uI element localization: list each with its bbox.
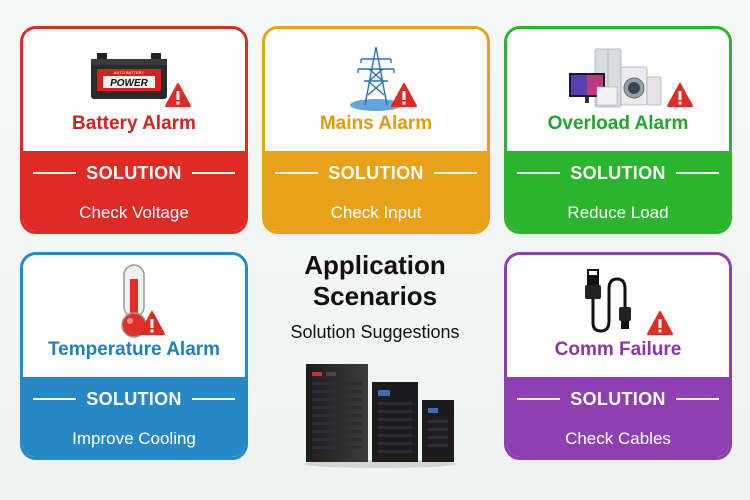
card-title: Battery Alarm (72, 113, 196, 134)
card-mains-alarm: Mains Alarm SOLUTION Check Input (262, 26, 490, 234)
divider (275, 172, 319, 174)
solution-label: SOLUTION (328, 162, 424, 183)
card-solution-panel: SOLUTION Reduce Load (507, 151, 729, 231)
card-top: AUTO BATTERY POWER Battery Alarm (23, 29, 245, 151)
divider (191, 398, 235, 400)
solution-header: SOLUTION (507, 161, 729, 185)
card-overload-alarm: Overload Alarm SOLUTION Reduce Load (504, 26, 732, 234)
solution-header: SOLUTION (265, 161, 487, 185)
warning-icon (391, 83, 417, 107)
divider (433, 172, 477, 174)
heading-line-2: Scenarios (312, 281, 438, 311)
solution-label: SOLUTION (570, 388, 666, 409)
solution-action: Check Voltage (79, 203, 189, 222)
divider (675, 172, 719, 174)
card-top: Overload Alarm (507, 29, 729, 151)
warning-icon (647, 311, 673, 335)
battery-power-label: POWER (110, 78, 149, 89)
card-title: Comm Failure (554, 339, 682, 360)
divider (33, 398, 77, 400)
card-comm-failure: Comm Failure SOLUTION Check Cables (504, 252, 732, 460)
card-battery-alarm: AUTO BATTERY POWER Battery Alarm SOLUTIO… (20, 26, 248, 234)
card-top: Mains Alarm (265, 29, 487, 151)
solution-header: SOLUTION (23, 387, 245, 411)
divider (517, 172, 561, 174)
card-temperature-alarm: Temperature Alarm SOLUTION Improve Cooli… (20, 252, 248, 460)
warning-icon (165, 83, 191, 107)
center-heading: Application Scenarios Solution Suggestio… (265, 250, 485, 343)
divider (191, 172, 235, 174)
warning-icon (667, 83, 693, 107)
solution-label: SOLUTION (570, 162, 666, 183)
divider (517, 398, 561, 400)
card-title: Temperature Alarm (47, 339, 221, 360)
solution-action: Reduce Load (567, 203, 669, 222)
car-battery-icon: AUTO BATTERY POWER (89, 43, 179, 113)
appliances-icon (563, 43, 673, 113)
heading-line-1: Application (304, 250, 446, 280)
card-solution-panel: SOLUTION Check Voltage (23, 151, 245, 231)
solution-action: Improve Cooling (72, 429, 196, 448)
card-solution-panel: SOLUTION Check Input (265, 151, 487, 231)
card-top: Temperature Alarm (23, 255, 245, 377)
subheading: Solution Suggestions (290, 322, 460, 342)
divider (33, 172, 77, 174)
battery-small-label: AUTO BATTERY (114, 70, 145, 75)
solution-header: SOLUTION (23, 161, 245, 185)
solution-action: Check Input (330, 203, 422, 222)
power-tower-icon (331, 43, 421, 113)
solution-action: Check Cables (565, 429, 671, 448)
solution-label: SOLUTION (86, 388, 182, 409)
solution-label: SOLUTION (86, 162, 182, 183)
card-solution-panel: SOLUTION Check Cables (507, 377, 729, 457)
card-top: Comm Failure (507, 255, 729, 377)
warning-icon (139, 311, 165, 335)
card-solution-panel: SOLUTION Improve Cooling (23, 377, 245, 457)
thermometer-icon (89, 263, 179, 339)
card-title: Mains Alarm (319, 113, 433, 134)
solution-header: SOLUTION (507, 387, 729, 411)
ups-cabinets-image (300, 360, 460, 468)
usb-cable-icon (573, 265, 663, 339)
divider (675, 398, 719, 400)
card-title: Overload Alarm (547, 113, 689, 134)
